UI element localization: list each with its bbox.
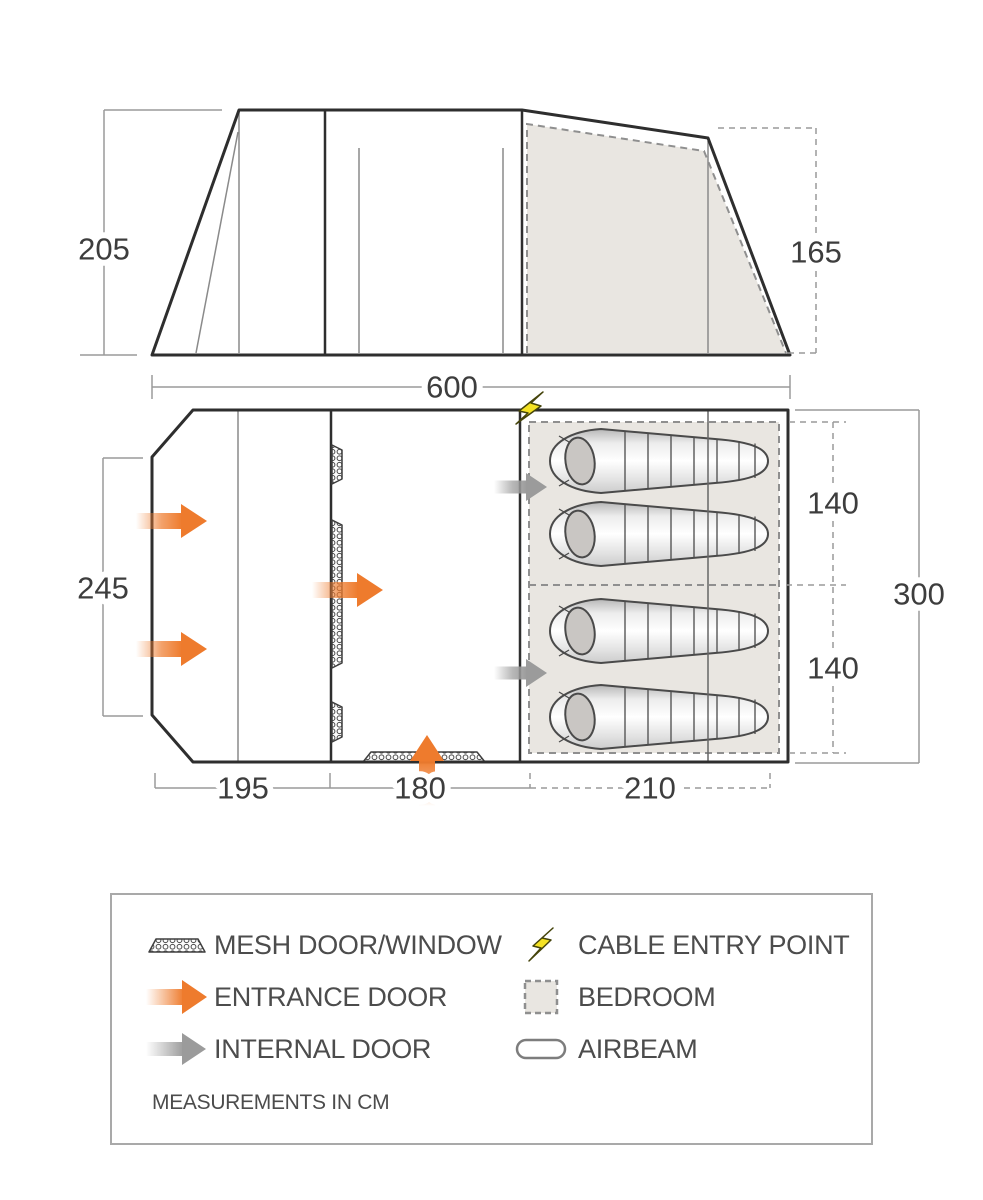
elevation-interior-lines	[195, 112, 709, 354]
dim-label-front-width: 245	[77, 571, 129, 606]
cable-entry-bolt-icon	[515, 391, 544, 425]
legend-label-cable: CABLE ENTRY POINT	[578, 929, 850, 960]
measurements-note: MEASUREMENTS IN CM	[152, 1091, 390, 1114]
legend-item-mesh: MESH DOOR/WINDOW	[140, 923, 502, 967]
dim-label-height-rear: 165	[790, 235, 842, 270]
internal-door-icon	[140, 1031, 214, 1067]
bedroom-swatch-icon	[504, 978, 578, 1016]
dim-label-porch-length: 195	[217, 771, 269, 806]
entrance-door-arrow-middle	[312, 573, 383, 607]
legend-item-internal: INTERNAL DOOR	[140, 1027, 431, 1071]
dim-label-overall-width: 300	[893, 577, 945, 612]
floor-plan-outline	[150, 408, 790, 764]
floor-plan-dimensions	[102, 409, 920, 789]
dim-label-bedroom-length: 210	[624, 771, 676, 806]
dim-label-bedroom2: 140	[807, 651, 859, 686]
legend-label-internal: INTERNAL DOOR	[214, 1033, 432, 1064]
entrance-door-icon	[140, 979, 214, 1015]
mesh-panels	[331, 444, 486, 763]
floor-plan-view	[136, 391, 790, 806]
legend-label-bedroom: BEDROOM	[578, 981, 716, 1012]
legend-item-cable: CABLE ENTRY POINT	[504, 923, 850, 967]
legend-item-entrance: ENTRANCE DOOR	[140, 975, 447, 1019]
legend-item-bedroom: BEDROOM	[504, 975, 716, 1019]
elevation-dimensions	[80, 109, 817, 399]
airbeam-icon	[504, 1037, 578, 1061]
cable-entry-point-icon	[504, 927, 578, 963]
legend: MESH DOOR/WINDOW CABLE ENTRY POINT EN	[110, 893, 873, 1145]
dim-label-bedroom1: 140	[807, 486, 859, 521]
legend-item-airbeam: AIRBEAM	[504, 1027, 698, 1071]
elevation-bedroom-dashed-outline	[526, 122, 787, 354]
entrance-door-arrow-front-upper	[136, 504, 207, 538]
bedroom-dashed-outline	[528, 421, 780, 754]
dim-label-height-front: 205	[78, 232, 130, 267]
mesh-door-window-icon	[140, 937, 214, 954]
legend-label-mesh: MESH DOOR/WINDOW	[214, 929, 502, 960]
elevation-pole-lines	[323, 110, 524, 355]
elevation-bedroom-shading	[527, 124, 786, 353]
elevation-outline	[150, 108, 792, 357]
legend-label-entrance: ENTRANCE DOOR	[214, 981, 448, 1012]
entrance-door-arrow-front-lower	[136, 632, 207, 666]
side-elevation-view	[150, 108, 792, 357]
dim-label-living-length: 180	[394, 771, 446, 806]
dim-label-overall-length: 600	[426, 370, 478, 405]
legend-label-airbeam: AIRBEAM	[578, 1033, 698, 1064]
